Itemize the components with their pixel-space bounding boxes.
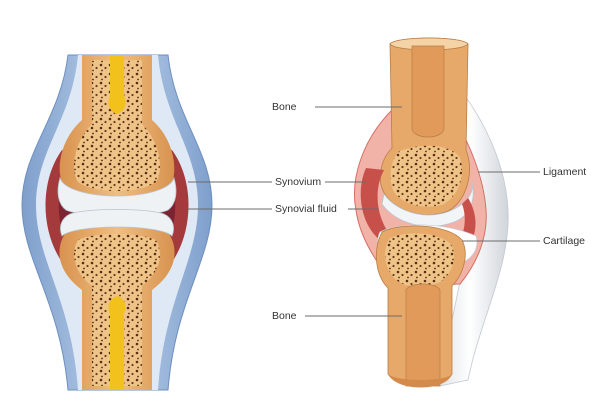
lower-spongy-head (385, 233, 455, 287)
upper-bone-spongy (74, 60, 160, 191)
upper-spongy-head (390, 145, 463, 207)
upper-cartilage (57, 176, 177, 217)
right-joint-cutaway (354, 37, 509, 388)
label-ligament: Ligament (543, 166, 587, 178)
lower-medullary-cavity (405, 283, 441, 387)
lower-marrow (108, 296, 126, 390)
label-synovium: Synovium (275, 176, 322, 188)
label-cartilage: Cartilage (543, 235, 586, 247)
leader-lines (188, 106, 540, 317)
upper-bone-top (389, 37, 469, 51)
lower-bone-end (388, 374, 452, 388)
label-bone-top: Bone (272, 101, 297, 113)
upper-marrow (108, 55, 126, 114)
left-joint-section (21, 54, 213, 391)
synovial-fluid-pocket (360, 168, 388, 240)
label-synovial-fluid: Synovial fluid (275, 203, 337, 215)
upper-medullary-cavity (411, 45, 445, 138)
label-bone-bottom: Bone (272, 310, 297, 322)
lower-cartilage (60, 209, 174, 237)
